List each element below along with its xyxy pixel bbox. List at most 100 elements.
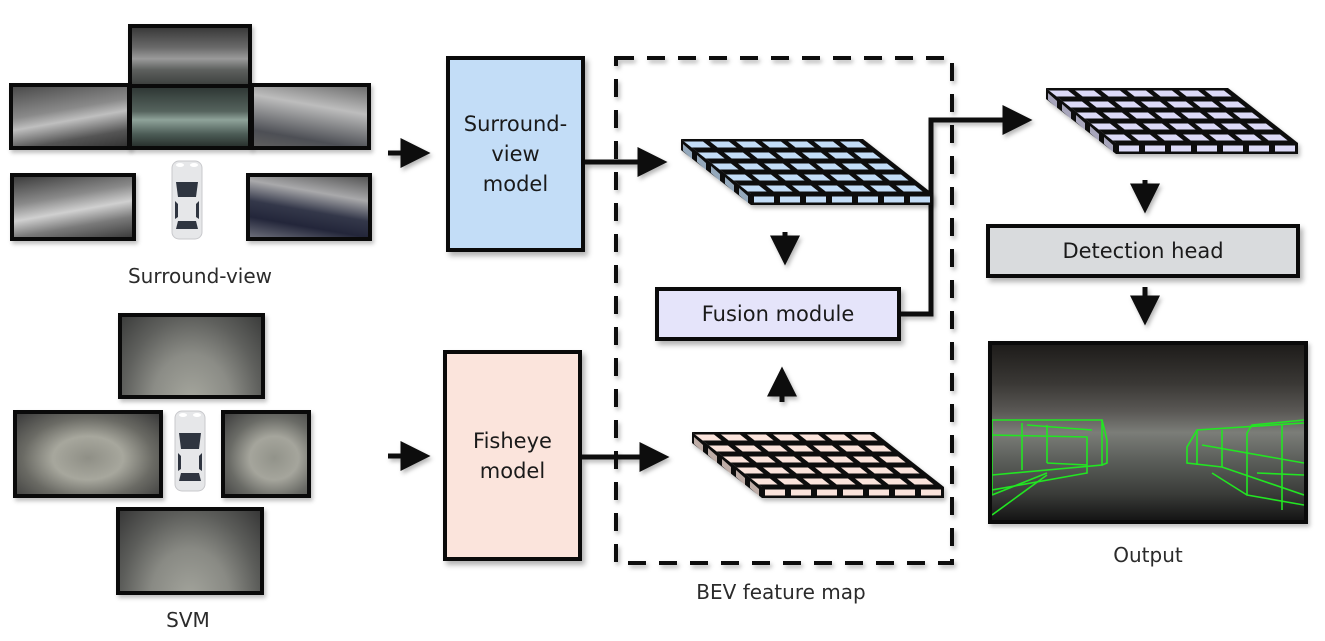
detection-box-edge [1201,444,1304,464]
grid-front-cell [754,196,774,203]
grid-front-cell [869,489,889,496]
grid-cell [740,185,767,192]
grid-side-cell [697,155,706,170]
grid-cell [766,185,793,192]
grid-cell [1179,90,1206,97]
detection-box-edge [1256,472,1304,476]
grid-front-cell [1197,145,1217,152]
grid-cell [1193,101,1220,108]
grid-cell [1247,123,1274,130]
grid-cell [1103,112,1130,119]
grid-cell [839,445,866,452]
grid-cell [802,152,829,159]
grid-cell [1141,101,1168,108]
surround-view-model-box: Surround- view model [446,56,585,252]
detection-box-edge [992,434,1088,491]
fisheye-bev-grid [692,432,944,498]
grid-front-cell [1145,145,1165,152]
grid-front-cell [921,489,941,496]
grid-cell [803,478,830,485]
svm-cam-rear [116,507,264,595]
surround-cam-front-right [250,83,371,150]
grid-side-cell [739,188,748,203]
grid-cell [790,163,817,170]
grid-cell [789,467,816,474]
surround-cam-rear-right [246,173,372,241]
grid-cell [764,163,791,170]
grid-cell [695,434,722,441]
grid-cell [738,163,765,170]
grid-side-cell [1090,126,1099,141]
grid-cell [1261,134,1288,141]
grid-cell [829,478,856,485]
grid-cell [1195,123,1222,130]
grid-cell [762,141,789,148]
detection-box-edge [1101,419,1108,466]
grid-cell [777,478,804,485]
surround-bev-grid [681,139,933,205]
grid-cell [1075,90,1102,97]
grid-cell [752,174,779,181]
detection-box-edge [992,472,1048,496]
detection-box-edge [1186,422,1304,496]
fisheye-model-label: Fisheye model [473,428,552,483]
grid-cell [856,174,883,181]
grid-cell [893,467,920,474]
grid-cell [841,467,868,474]
grid-cell [684,141,711,148]
grid-cell [818,185,845,192]
grid-front-cell [791,489,811,496]
grid-cell [787,445,814,452]
grid-cell [815,467,842,474]
grid-cell [828,152,855,159]
grid-cell [724,152,751,159]
grid-cell [896,185,923,192]
grid-front-cell [1275,145,1295,152]
grid-cell [1117,123,1144,130]
grid-cell [870,185,897,192]
grid-front-cell [806,196,826,203]
grid-cell [799,434,826,441]
grid-front-cell [1249,145,1269,152]
fusion-module-label: Fusion module [701,302,855,326]
grid-cell [804,174,831,181]
arrow-fusion-to-fused-grid [901,105,1033,317]
fisheye-model-box: Fisheye model [443,350,582,561]
grid-side-cell [725,177,734,192]
grid-side-cell [683,144,692,159]
grid-front-cell [1223,145,1243,152]
grid-cell [865,445,892,452]
grid-cell [1219,101,1246,108]
grid-cell [792,185,819,192]
grid-cell [830,174,857,181]
grid-cell [736,141,763,148]
grid-cell [775,456,802,463]
detection-boxes [992,419,1304,516]
grid-cell [1207,112,1234,119]
grid-front-cell [817,489,837,496]
detection-box-edge [992,474,1048,516]
grid-front-cell [1119,145,1139,152]
grid-cell [1235,134,1262,141]
grid-cell [1143,123,1170,130]
grid-cell [816,163,843,170]
detection-box-edge [1246,419,1304,434]
grid-cell [709,445,736,452]
grid-cell [907,478,934,485]
grid-side-cell [708,448,717,463]
grid-cell [1063,101,1090,108]
grid-cell [778,174,805,181]
grid-cell [721,434,748,441]
grid-cell [776,152,803,159]
grid-cell [1153,90,1180,97]
svm-label: SVM [166,608,210,632]
grid-cell [840,141,867,148]
grid-cell [773,434,800,441]
svm-cam-right [221,410,311,498]
grid-cell [1209,134,1236,141]
fusion-module-box: Fusion module [655,287,901,341]
grid-side-cell [736,470,745,485]
grid-cell [1077,112,1104,119]
grid-cell [751,478,778,485]
grid-cell [842,163,869,170]
